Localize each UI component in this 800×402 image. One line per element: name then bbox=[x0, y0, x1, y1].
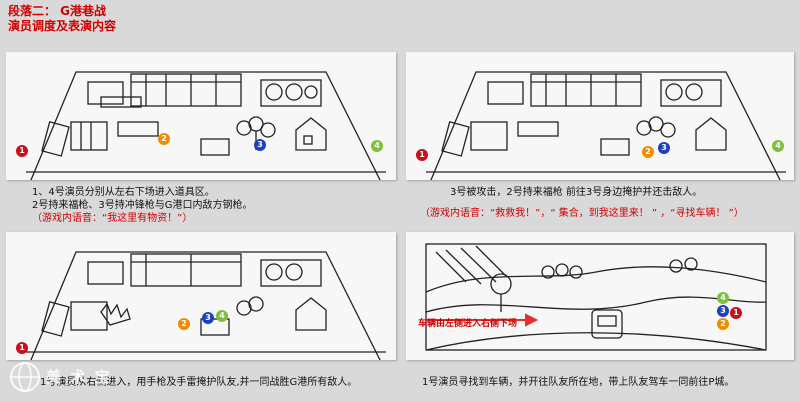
voice-line: （游戏内语音：“救救我！”，“ 集合，到我这里来！ ” ，“寻找车辆！ ”） bbox=[420, 208, 744, 219]
storyboard-panel-1: 1 2 3 4 bbox=[6, 52, 396, 180]
watermark: 美 术 宝 bbox=[6, 358, 116, 398]
actor-badge-4: 4 bbox=[772, 140, 784, 152]
actor-badge-2: 2 bbox=[178, 318, 190, 330]
storyboard-panel-3: 1 2 3 4 bbox=[6, 232, 396, 360]
caption-line: 3号被攻击，2号持来福枪 前往3号身边掩护并还击敌人。 bbox=[450, 187, 703, 198]
actor-badge-1: 1 bbox=[416, 149, 428, 161]
caption-line: 2号持来福枪、3号持冲锋枪与G港口内敌方钢枪。 bbox=[32, 200, 253, 211]
panel-4-caption: 1号演员寻找到车辆，并开往队友所在地，带上队友驾车一同前往P城。 bbox=[422, 376, 734, 389]
sketch-port-scene-3 bbox=[26, 251, 386, 360]
actor-badge-2: 2 bbox=[642, 146, 654, 158]
sketch-road-scene bbox=[425, 243, 767, 351]
actor-badge-2: 2 bbox=[158, 133, 170, 145]
section-title: 段落二： G港巷战 bbox=[8, 4, 107, 18]
actor-badge-1: 1 bbox=[730, 307, 742, 319]
storyboard-panel-4: 车辆由左侧进入右侧下场 4 3 1 2 bbox=[406, 232, 794, 360]
actor-badge-4: 4 bbox=[216, 310, 228, 322]
globe-logo-icon bbox=[10, 362, 40, 392]
actor-badge-4: 4 bbox=[371, 140, 383, 152]
vehicle-path-label: 车辆由左侧进入右侧下场 bbox=[418, 319, 518, 329]
section-subtitle: 演员调度及表演内容 bbox=[8, 19, 117, 33]
actor-badge-3: 3 bbox=[202, 312, 214, 324]
actor-badge-1: 1 bbox=[16, 145, 28, 157]
actor-badge-4: 4 bbox=[717, 292, 729, 304]
caption-line: 1、4号演员分别从左右下场进入道具区。 bbox=[32, 187, 215, 198]
panel-1-caption: 1、4号演员分别从左右下场进入道具区。 2号持来福枪、3号持冲锋枪与G港口内敌方… bbox=[32, 186, 252, 225]
actor-badge-3: 3 bbox=[254, 139, 266, 151]
sketch-port-scene-2 bbox=[426, 71, 786, 180]
actor-badge-3: 3 bbox=[658, 142, 670, 154]
actor-badge-1: 1 bbox=[16, 342, 28, 354]
storyboard-panel-2: 1 2 3 4 bbox=[406, 52, 794, 180]
caption-line: 1号演员寻找到车辆，并开往队友所在地，带上队友驾车一同前往P城。 bbox=[422, 377, 735, 388]
panel-2-caption: 3号被攻击，2号持来福枪 前往3号身边掩护并还击敌人。 （游戏内语音：“救救我！… bbox=[420, 186, 744, 220]
panel-3-caption: 1号演员从右侧进入，用手枪及手雷掩护队友,并一同战胜G港所有敌人。 bbox=[40, 376, 357, 389]
page-header: 段落二： G港巷战 演员调度及表演内容 bbox=[8, 4, 116, 34]
voice-line: （游戏内语音：“我这里有物资！”） bbox=[32, 213, 193, 224]
actor-badge-2: 2 bbox=[717, 318, 729, 330]
actor-badge-3: 3 bbox=[717, 305, 729, 317]
caption-line: 1号演员从右侧进入，用手枪及手雷掩护队友,并一同战胜G港所有敌人。 bbox=[40, 377, 358, 388]
sketch-port-scene-1 bbox=[26, 71, 386, 180]
watermark-text: 美 术 宝 bbox=[46, 368, 112, 386]
